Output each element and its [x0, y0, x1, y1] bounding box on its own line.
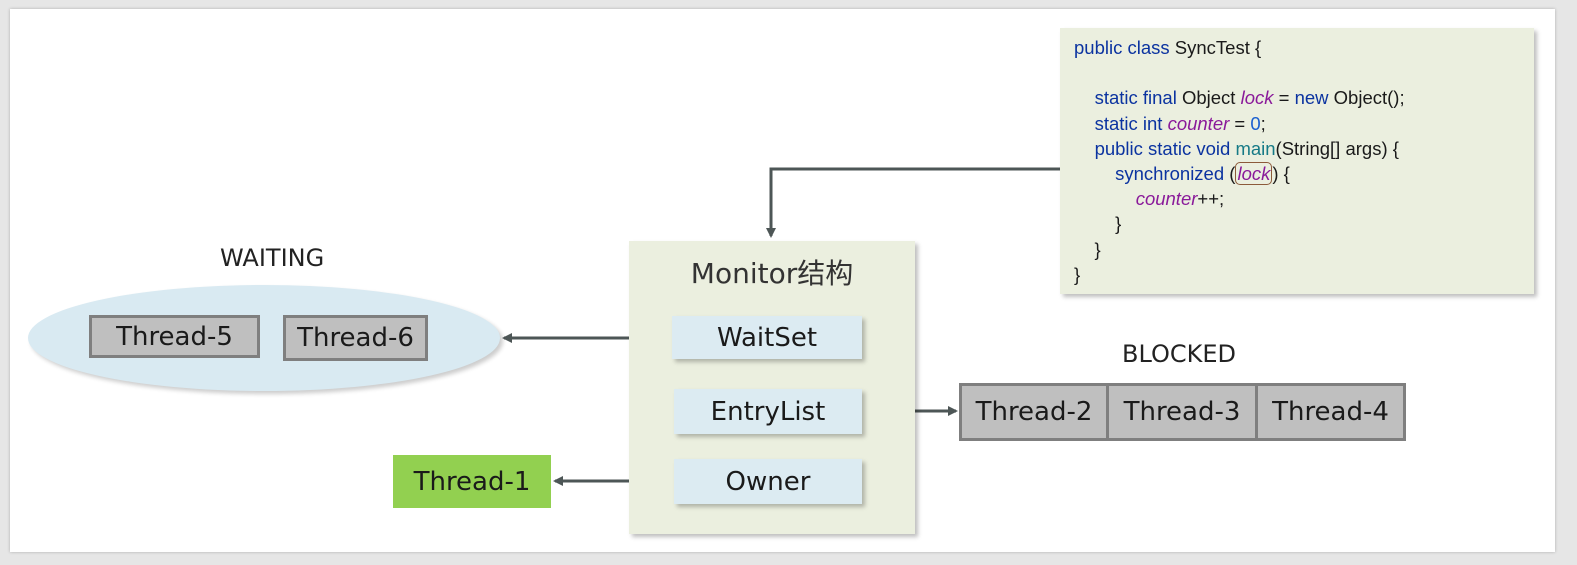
code-token: (String[] args) { [1275, 137, 1399, 159]
code-token: lock [1240, 87, 1274, 109]
code-token: } [1074, 238, 1101, 260]
code-token: synchronized [1115, 163, 1225, 184]
code-token [1074, 87, 1095, 108]
code-token: main [1235, 137, 1276, 159]
code-token: public class [1074, 37, 1170, 58]
blocked-thread: Thread-3 [1106, 383, 1258, 441]
entrylist-slot: EntryList [674, 389, 862, 434]
monitor-title: Monitor结构 [690, 257, 854, 290]
code-token: 0 [1250, 112, 1261, 134]
code-token: static int [1094, 112, 1163, 134]
code-line: public class SyncTest { [1074, 37, 1261, 59]
waitset-slot: WaitSet [672, 316, 862, 359]
code-line: counter++; [1074, 188, 1224, 210]
code-line: static int counter = 0; [1074, 113, 1266, 135]
code-token: new [1294, 87, 1329, 109]
code-token: counter [1167, 112, 1230, 134]
code-token: Object [1176, 87, 1241, 109]
code-token: SyncTest { [1169, 37, 1262, 58]
code-panel: public class SyncTest { static final Obj… [1060, 28, 1534, 294]
waiting-label: WAITING [220, 244, 325, 272]
code-token: = [1273, 87, 1295, 109]
code-token: static final [1094, 87, 1177, 109]
code-token: ; [1260, 112, 1266, 134]
lock-reference: lock [1235, 162, 1273, 185]
blocked-thread: Thread-4 [1255, 383, 1406, 441]
code-line: } [1074, 239, 1101, 261]
code-token: Object(); [1328, 87, 1405, 109]
waiting-thread: Thread-6 [283, 315, 428, 361]
code-token: = [1229, 112, 1251, 134]
code-token [1074, 113, 1095, 134]
code-line: public static void main(String[] args) { [1074, 138, 1399, 160]
code-token [1074, 138, 1095, 159]
code-token [1074, 188, 1136, 209]
owner-thread: Thread-1 [393, 455, 551, 508]
code-line: } [1074, 264, 1080, 286]
code-token: ( [1224, 163, 1236, 184]
blocked-label: BLOCKED [1122, 340, 1237, 368]
code-line: synchronized (lock) { [1074, 162, 1290, 185]
blocked-thread: Thread-2 [959, 383, 1109, 441]
code-line: static final Object lock = new Object(); [1074, 87, 1405, 109]
code-token: ) { [1272, 163, 1290, 184]
owner-slot: Owner [674, 459, 862, 504]
code-token: public static void [1094, 137, 1231, 159]
code-token [1074, 163, 1115, 184]
code-line: } [1074, 213, 1121, 235]
code-token: counter [1135, 188, 1198, 210]
code-token: ++; [1197, 188, 1225, 210]
code-token: } [1074, 263, 1081, 285]
code-token: } [1074, 213, 1122, 235]
waiting-thread: Thread-5 [89, 315, 260, 358]
